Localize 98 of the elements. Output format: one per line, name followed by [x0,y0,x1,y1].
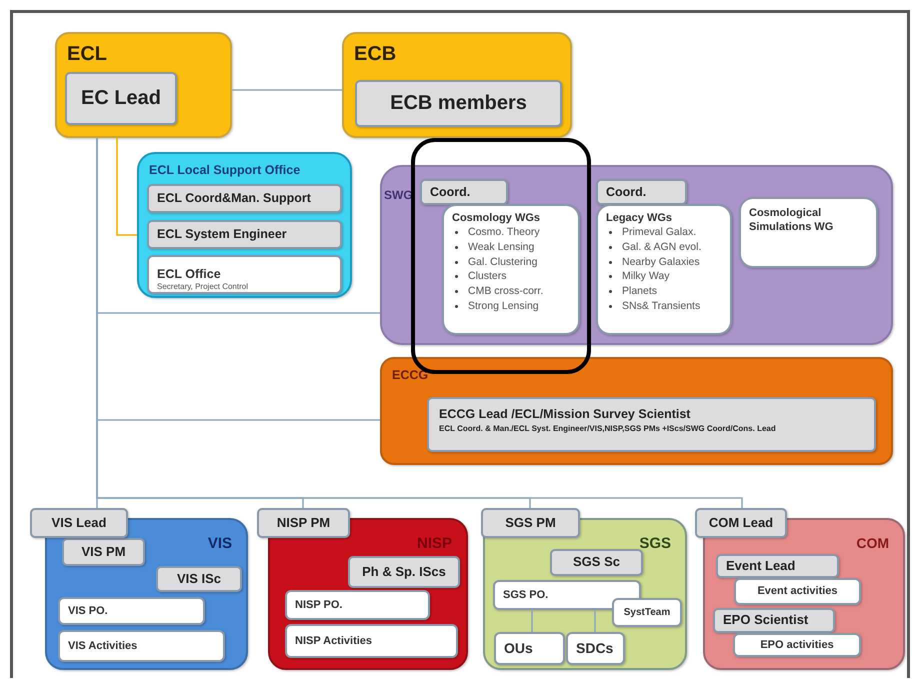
group-panel [483,518,687,670]
list-item: Clusters [452,269,507,284]
role-box [420,179,508,205]
activity-box [739,197,878,268]
role-label: SGS Sc [573,555,620,570]
group-panel [380,357,893,465]
group-panel [55,32,232,138]
group-title: ECB [354,44,396,64]
role-label: VIS ISc [176,572,222,586]
role-box [596,179,687,205]
activity-box [442,204,580,335]
role-label: SGS PO. [503,588,548,602]
role-label: ECCG Lead /ECL/Mission Survey Scientist [439,407,690,422]
role-label: VIS PM [81,544,126,560]
connector-line [594,610,596,632]
role-label: Coord. [430,184,470,200]
role-label: ECB members [390,92,527,115]
role-box [147,184,342,213]
group-panel [703,518,905,670]
group-title: NISP [416,536,452,551]
role-label: Cosmological Simulations WG [749,207,834,234]
group-title: COM [856,536,889,550]
list-item: Gal. & AGN evol. [606,240,702,255]
activity-box [58,597,205,625]
activity-box [596,204,732,335]
role-label: Event Lead [726,558,796,574]
list-item: Nearby Galaxies [606,254,700,270]
list-item: CMB cross-corr. [452,284,544,299]
list-item: Milky Way [606,269,670,284]
group-panel [268,518,468,670]
activity-box [285,624,458,658]
role-label: NISP PO. [295,598,342,612]
group-panel [137,152,352,298]
list-item: Planets [606,284,658,299]
role-label: Event activities [757,585,838,598]
role-box [716,554,839,578]
role-note: Secretary, Project Control [157,282,248,292]
role-label: Ph & Sp. IScs [362,564,446,580]
list-item: Cosmo. Theory [452,225,540,240]
role-box [147,220,342,249]
group-heading: Legacy WGs [606,212,672,226]
role-label: SDCs [576,640,614,657]
role-box [30,508,128,538]
role-box [550,549,643,576]
activity-box [612,598,682,627]
connector-line [116,138,137,236]
role-note: ECL Coord. & Man./ECL Syst. Engineer/VIS,NISP,SGS PMs +IScs/SWG Coord/Cons. Lead [439,424,776,434]
role-box [355,80,562,127]
role-label: VIS Activities [68,640,138,652]
role-label: SystTeam [624,606,670,618]
role-box [427,397,876,452]
role-box [65,72,177,125]
role-label: NISP PM [276,516,330,530]
list-item: Primeval Galax. [606,225,696,240]
role-label: NISP Activities [295,634,372,648]
group-panel [380,165,893,345]
activity-box [147,255,342,294]
role-label: SGS PM [505,516,556,530]
group-heading: Cosmology WGs [452,212,540,226]
role-label: ECL Coord&Man. Support [157,191,311,206]
group-title: VIS [208,536,232,551]
role-label: ECL System Engineer [157,227,287,242]
activity-box [493,580,641,610]
role-box [481,508,580,538]
role-label: EPO activities [760,638,834,652]
activity-box [733,633,861,657]
group-title: ECL [67,44,107,64]
role-label: COM Lead [708,516,774,530]
role-label: VIS Lead [52,516,106,530]
activity-box [734,578,861,605]
role-box [62,538,145,566]
activity-box [58,630,225,662]
role-box [156,566,242,592]
role-box [348,556,460,588]
group-title: SWG [384,189,413,201]
role-label: ECL Office [157,267,221,282]
list-item: Gal. Clustering [452,254,538,270]
role-label: VIS PO. [68,604,108,618]
role-label: OUs [504,640,533,657]
role-label: Coord. [606,184,646,200]
activity-box [566,632,625,665]
connector-line [531,610,533,632]
group-title: SGS [639,536,671,551]
list-item: Strong Lensing [452,298,539,314]
role-box [713,608,835,633]
activity-box [494,632,565,665]
role-box [257,508,350,538]
group-title: ECCG [392,369,428,382]
group-panel [342,32,572,138]
group-panel [45,518,248,670]
connector-line [232,89,342,91]
list-item: Weak Lensing [452,240,534,255]
role-label: EPO Scientist [723,613,808,628]
role-label: EC Lead [80,87,162,110]
activity-box [285,590,430,620]
role-box [695,508,787,538]
list-item: SNs& Transients [606,298,700,314]
group-title: ECL Local Support Office [149,164,300,176]
